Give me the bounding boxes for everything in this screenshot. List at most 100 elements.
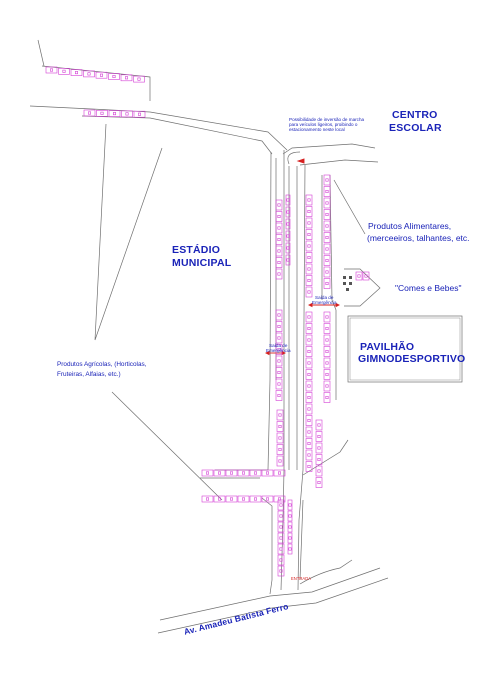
market-stall-marker <box>317 434 321 438</box>
market-stall <box>323 392 331 403</box>
market-stall <box>305 263 313 275</box>
market-stall-marker <box>277 260 281 264</box>
market-stall-marker <box>279 514 283 518</box>
label-produtos-alimentares-2: (merceeiros, talhantes, etc. <box>367 233 470 243</box>
market-stall <box>249 495 262 503</box>
market-stall-marker <box>286 198 290 202</box>
market-stall-marker <box>75 71 79 75</box>
market-stall <box>323 209 331 220</box>
label-produtos-alimentares-1: Produtos Alimentares, <box>368 221 452 231</box>
market-stall <box>323 369 331 380</box>
market-stall <box>305 380 313 392</box>
market-stall-marker <box>278 424 282 428</box>
market-stall-marker <box>279 569 283 573</box>
label-pavilhao-1: PAVILHÃO <box>360 341 415 353</box>
market-stall-marker <box>277 313 281 317</box>
market-stall-marker <box>277 238 281 242</box>
pavilhao-outline <box>347 315 463 383</box>
market-stall <box>305 369 313 380</box>
lower-road-curve <box>299 559 353 585</box>
market-stall <box>275 222 283 234</box>
market-stall <box>285 206 291 218</box>
market-stall-marker <box>307 418 311 422</box>
market-stall-marker <box>325 384 329 388</box>
market-stall <box>305 415 313 426</box>
market-stall-marker <box>317 423 321 427</box>
market-stall-marker <box>307 372 311 376</box>
market-stall <box>305 229 313 240</box>
market-stall-marker <box>307 441 311 445</box>
label-saida-stadium-1: Saída de <box>269 343 288 348</box>
market-stall <box>305 206 313 217</box>
market-stall <box>285 218 291 230</box>
market-stall <box>70 69 83 76</box>
market-stall-marker <box>288 525 292 529</box>
market-stall-marker <box>325 224 329 228</box>
label-inversao-2: para veículos ligeiros, proibindo o <box>289 122 358 127</box>
market-stall <box>120 74 133 82</box>
label-estadio-2: MUNICIPAL <box>172 257 232 269</box>
avenue-north-edge <box>159 567 381 621</box>
school-access-upper <box>282 143 376 155</box>
market-stall <box>83 70 95 78</box>
market-stalls <box>45 66 370 577</box>
market-stall-marker <box>317 446 321 450</box>
market-stall-marker <box>307 290 311 294</box>
label-inversao-3: estacionamento neste local <box>289 127 345 132</box>
market-stall <box>275 367 283 378</box>
market-stall-marker <box>100 73 104 77</box>
market-stall-marker <box>277 347 281 351</box>
market-stall-marker <box>307 244 311 248</box>
market-stall-marker <box>125 76 129 80</box>
market-stall <box>305 346 313 357</box>
label-saida-market-1: Saída de <box>315 295 334 300</box>
market-stall <box>305 334 313 346</box>
market-stall <box>58 68 70 75</box>
market-stall <box>201 469 214 477</box>
market-stall-marker <box>307 233 311 237</box>
market-stall-marker <box>325 270 329 274</box>
lower-road-east <box>299 499 304 581</box>
market-stall-marker <box>288 503 292 507</box>
turnaround-flag <box>296 158 305 164</box>
main-road-east-edge <box>297 164 306 591</box>
market-stall <box>305 286 313 298</box>
market-stall-marker <box>125 112 129 116</box>
market-stall <box>275 234 283 245</box>
market-stall-marker <box>279 525 283 529</box>
market-stall <box>277 554 285 566</box>
market-stall-marker <box>49 68 53 72</box>
market-stall <box>285 254 291 266</box>
market-stall <box>275 245 283 257</box>
market-stall-marker <box>277 359 281 363</box>
market-stall-marker <box>307 384 311 388</box>
market-stall <box>261 469 274 477</box>
market-stall <box>96 110 108 117</box>
market-stall <box>201 495 214 503</box>
agri-south-line <box>111 391 223 501</box>
market-stall <box>108 110 121 117</box>
market-stall <box>287 510 293 522</box>
market-stall-marker <box>325 326 329 330</box>
market-stall <box>323 323 331 334</box>
market-stall <box>275 355 283 367</box>
market-stall <box>45 66 58 74</box>
market-stall <box>95 71 108 79</box>
market-stall-marker <box>277 471 281 475</box>
market-stall <box>287 532 293 544</box>
market-stall <box>305 461 313 472</box>
market-stall <box>277 499 285 511</box>
market-stall-marker <box>278 436 282 440</box>
market-stall-marker <box>317 469 321 473</box>
market-stall <box>276 455 284 467</box>
market-stall-marker <box>254 497 258 501</box>
market-stall-marker <box>286 222 290 226</box>
market-stall <box>275 199 283 211</box>
market-stall <box>315 465 323 477</box>
market-stall <box>273 495 286 503</box>
market-stall <box>237 469 250 477</box>
market-stall <box>305 194 313 206</box>
market-stall-marker <box>325 395 329 399</box>
market-stall-marker <box>286 234 290 238</box>
label-saida-stadium-2: Emergência <box>266 348 291 353</box>
